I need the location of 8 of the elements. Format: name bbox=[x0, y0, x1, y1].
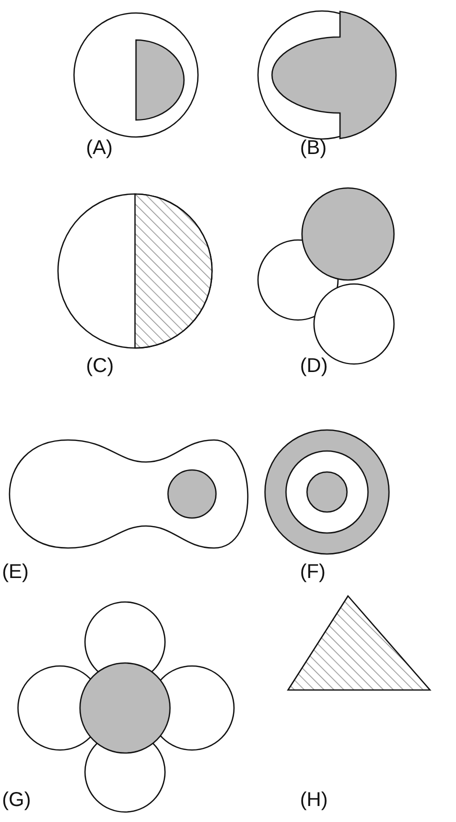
figure-label: (D) bbox=[300, 355, 328, 377]
figure-label: (F) bbox=[300, 561, 326, 583]
figure-label: (B) bbox=[300, 137, 327, 159]
figure-label: (H) bbox=[300, 789, 328, 811]
figure-label: (G) bbox=[2, 789, 31, 811]
figure-label: (A) bbox=[86, 137, 113, 159]
figure-label: (E) bbox=[2, 561, 29, 583]
figure-label: (C) bbox=[86, 355, 114, 377]
